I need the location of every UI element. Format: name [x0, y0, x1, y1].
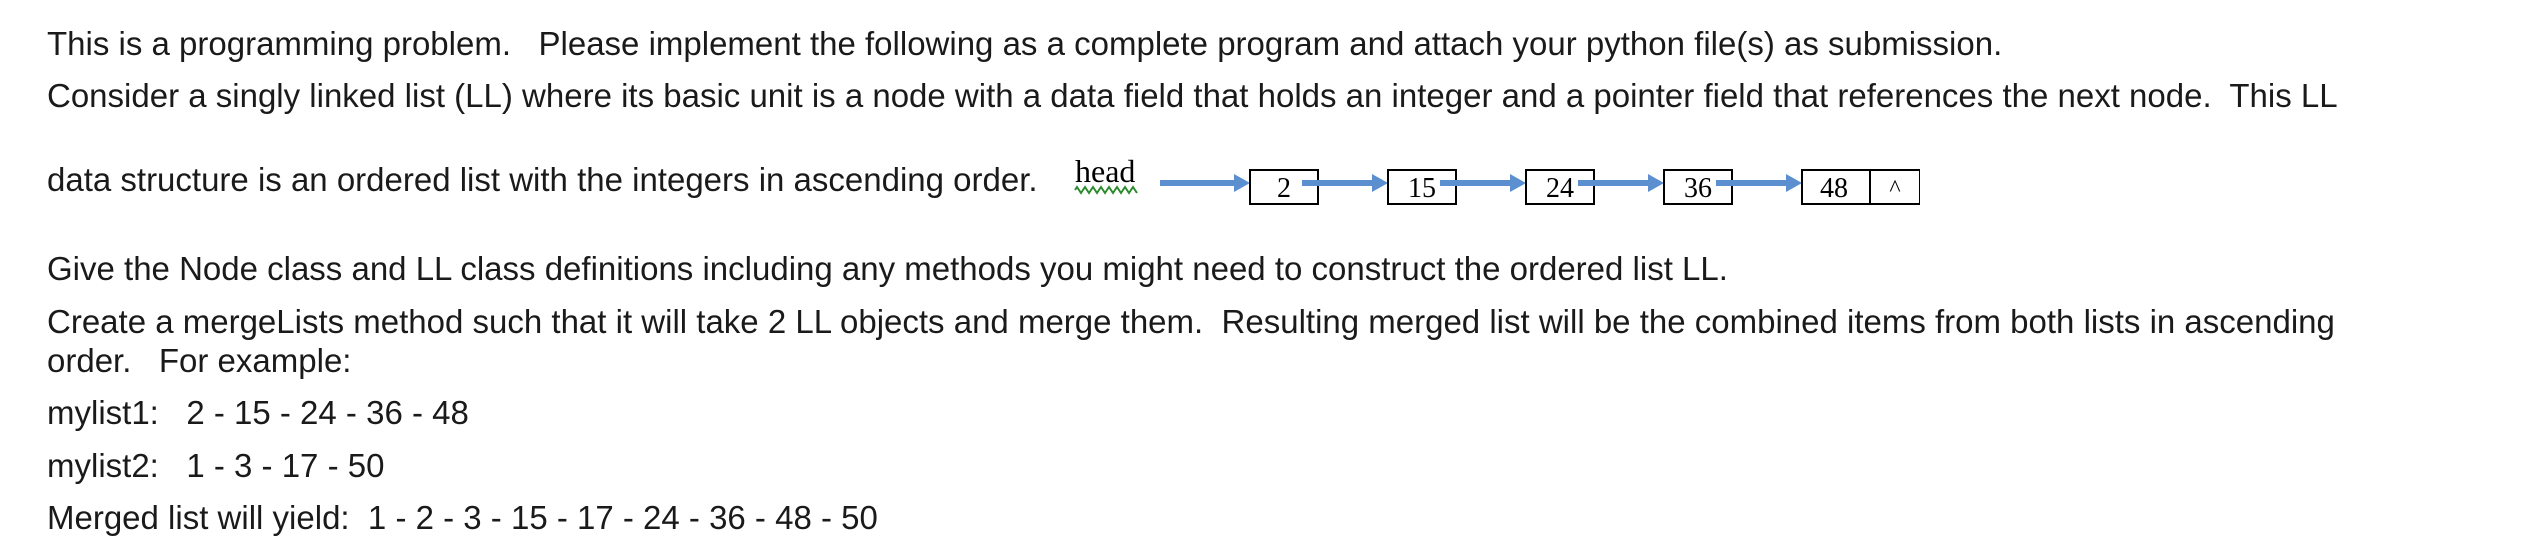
node-box-15 [1387, 169, 1457, 205]
null-pointer: ^ [1889, 176, 1900, 202]
example-merged-result: Merged list will yield: 1 - 2 - 3 - 15 -… [47, 499, 878, 536]
pointer-arrowhead-3 [1648, 174, 1664, 192]
node-value-2: 2 [1277, 173, 1291, 204]
example-mylist1: mylist1: 2 - 15 - 24 - 36 - 48 [47, 394, 469, 431]
node-value-48: 48 [1820, 173, 1848, 204]
node-box-48 [1801, 169, 1920, 205]
example-mylist2: mylist2: 1 - 3 - 17 - 50 [47, 447, 385, 484]
linked-list-nodes: 2 15 24 36 48 ^ [1160, 169, 1920, 205]
pointer-arrowhead-0 [1234, 174, 1250, 192]
pointer-arrowhead-2 [1510, 174, 1526, 192]
paragraph-ordered-list: data structure is an ordered list with t… [47, 161, 1038, 198]
pointer-arrowhead-4 [1786, 174, 1802, 192]
node-value-36: 36 [1684, 173, 1712, 204]
linked-list-diagram: head 2 15 24 36 48 ^ [1074, 153, 1920, 205]
paragraph-intro: This is a programming problem. Please im… [47, 25, 2003, 62]
node-value-24: 24 [1546, 173, 1574, 204]
paragraph-mergelists-cont: order. For example: [47, 342, 352, 379]
node-box-2 [1249, 169, 1319, 205]
paragraph-ll-description: Consider a singly linked list (LL) where… [47, 77, 2338, 114]
node-value-15: 15 [1408, 173, 1436, 204]
node-box-24 [1525, 169, 1595, 205]
node-box-36 [1663, 169, 1733, 205]
head-label: head [1075, 153, 1135, 189]
paragraph-node-class: Give the Node class and LL class definit… [47, 250, 1728, 287]
spellcheck-underline [1074, 185, 1138, 195]
paragraph-mergelists: Create a mergeLists method such that it … [47, 303, 2335, 340]
pointer-arrowhead-1 [1372, 174, 1388, 192]
